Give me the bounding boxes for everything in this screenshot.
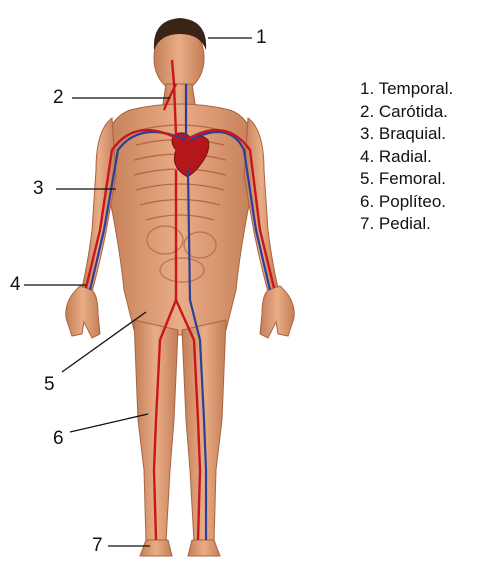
legend-item-temporal: 1. Temporal.: [360, 78, 453, 101]
callout-number-5: 5: [44, 374, 55, 396]
legend-item-carotida: 2. Carótida.: [360, 101, 453, 124]
legend-item-popliteo: 6. Poplíteo.: [360, 191, 453, 214]
legend-item-braquial: 3. Braquial.: [360, 123, 453, 146]
callout-number-4: 4: [10, 274, 21, 296]
leader-line-6: [70, 414, 148, 432]
callout-number-3: 3: [33, 178, 44, 200]
legend-item-femoral: 5. Femoral.: [360, 168, 453, 191]
artery-legend: 1. Temporal. 2. Carótida. 3. Braquial. 4…: [360, 78, 453, 236]
legend-item-pedial: 7. Pedial.: [360, 213, 453, 236]
callout-number-1: 1: [256, 27, 267, 49]
legend-item-radial: 4. Radial.: [360, 146, 453, 169]
body-silhouette: [66, 25, 294, 556]
callout-number-7: 7: [92, 535, 103, 557]
callout-number-2: 2: [53, 87, 64, 109]
callout-number-6: 6: [53, 428, 64, 450]
